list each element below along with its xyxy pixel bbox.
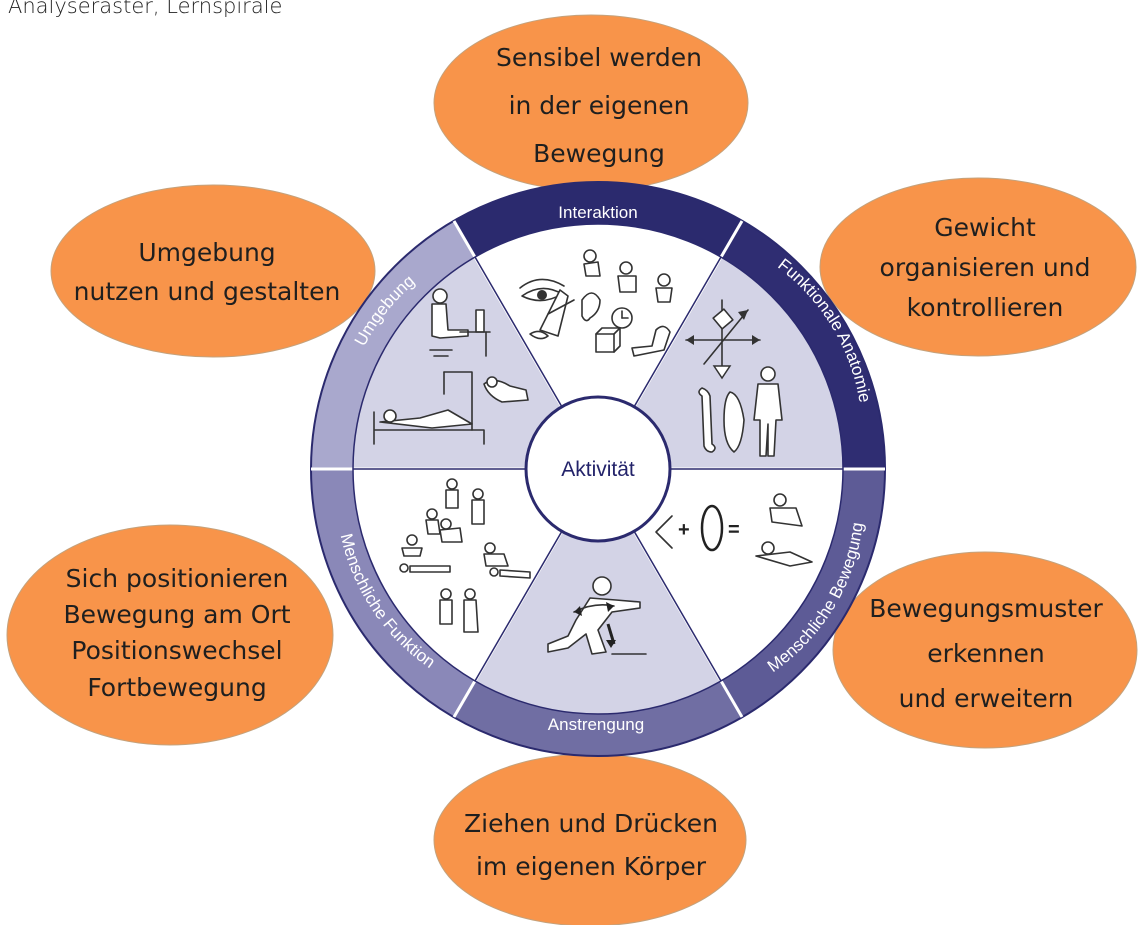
oval-top-left-line-2: nutzen und gestalten <box>74 277 341 306</box>
ring-label-anstrengung: Anstrengung <box>548 715 644 734</box>
center-circle: Aktivität <box>524 395 672 543</box>
lying-figure-icon <box>399 563 451 573</box>
sector-umgebung <box>352 257 598 469</box>
oval-top-right-line-1: Gewicht <box>934 213 1036 242</box>
inner-circle-border <box>352 223 844 715</box>
oval-bottom-right: Bewegungsmuster erkennen und erweitern <box>832 551 1138 749</box>
oval-top: Sensibel werden in der eigenen Bewegung <box>433 14 749 192</box>
oval-top-right-line-2: organisieren und <box>880 253 1091 282</box>
oval-top-line-3: Bewegung <box>533 139 665 168</box>
oval-bottom-shape <box>433 753 747 925</box>
oval-top-line-2: in der eigenen <box>509 91 690 120</box>
oval-top-right-line-3: kontrollieren <box>907 293 1064 322</box>
svg-text:=: = <box>728 519 740 541</box>
oval-top-right: Gewicht organisieren und kontrollieren <box>819 177 1137 357</box>
arm-muscle-icon <box>631 325 671 357</box>
tongue-icon <box>529 330 549 340</box>
umgebung-illustrations <box>373 288 529 445</box>
body-figure-icon <box>753 366 783 457</box>
anstrengung-illustrations <box>547 576 647 655</box>
oval-top-left: Umgebung nutzen und gestalten <box>50 184 376 358</box>
standing-pair-icon <box>439 588 479 633</box>
ear-icon <box>581 292 601 322</box>
cube-icon <box>595 327 621 353</box>
hand-icon <box>539 289 575 337</box>
oval-bottom-left-line-1: Sich positionieren <box>66 564 289 593</box>
ring-label-interaktion: Interaktion <box>558 203 637 222</box>
oval-top-right-shape <box>819 177 1137 357</box>
center-circle-shape <box>524 395 672 543</box>
kneeling-figure-icon <box>547 576 647 655</box>
oval-bottom-left: Sich positionieren Bewegung am Ort Posit… <box>6 524 334 746</box>
oval-top-left-shape <box>50 184 376 358</box>
rotation-icon: = <box>700 504 740 552</box>
angle-icon: + <box>655 515 690 549</box>
menschliche-funktion-illustrations <box>399 478 531 633</box>
interaktion-illustrations <box>519 249 673 357</box>
oval-bottom-line-2: im eigenen Körper <box>476 852 707 881</box>
oval-bottom-left-line-2: Bewegung am Ort <box>63 600 290 629</box>
desk-chair-icon <box>429 288 491 357</box>
recliner-icon <box>483 376 529 403</box>
oval-top-left-line-1: Umgebung <box>138 238 275 267</box>
muscle-icon <box>723 391 745 453</box>
walking-figure-icon <box>471 488 485 525</box>
sector-menschliche-funktion <box>352 469 598 681</box>
standing-figure-icon <box>445 478 459 509</box>
sitting-figure-icon <box>401 534 423 557</box>
crawling-figure-icon <box>439 518 463 543</box>
oval-top-line-1: Sensibel werden <box>496 43 702 72</box>
oval-bottom-left-line-4: Fortbewegung <box>87 673 266 702</box>
moving-figures-icon <box>755 493 813 567</box>
oval-bottom-left-line-3: Positionswechsel <box>71 636 282 665</box>
oval-bottom-right-line-2: erkennen <box>927 639 1045 668</box>
hospital-bed-icon <box>373 371 485 445</box>
prone-figure-icon <box>489 567 531 579</box>
kneeling-person-icon <box>425 508 441 535</box>
funktionale-anatomie-illustrations <box>685 299 783 457</box>
oval-bottom-line-1: Ziehen und Drücken <box>464 809 718 838</box>
menschliche-bewegung-illustrations: + = <box>655 493 813 567</box>
header-text: Analyseraster, Lernspirale <box>8 0 283 18</box>
center-label: Aktivität <box>561 458 635 481</box>
oval-bottom-left-shape <box>6 524 334 746</box>
svg-text:+: + <box>678 519 690 541</box>
force-arrows-icon <box>685 299 761 380</box>
bone-icon <box>698 387 716 453</box>
oval-bottom: Ziehen und Drücken im eigenen Körper <box>433 753 747 925</box>
oval-bottom-right-line-1: Bewegungsmuster <box>869 594 1103 623</box>
oval-bottom-right-shape <box>832 551 1138 749</box>
clock-icon <box>611 307 633 329</box>
oval-bottom-right-line-3: und erweitern <box>899 684 1074 713</box>
crouching-figure-icon <box>483 542 509 567</box>
people-interacting-icon <box>583 249 673 303</box>
